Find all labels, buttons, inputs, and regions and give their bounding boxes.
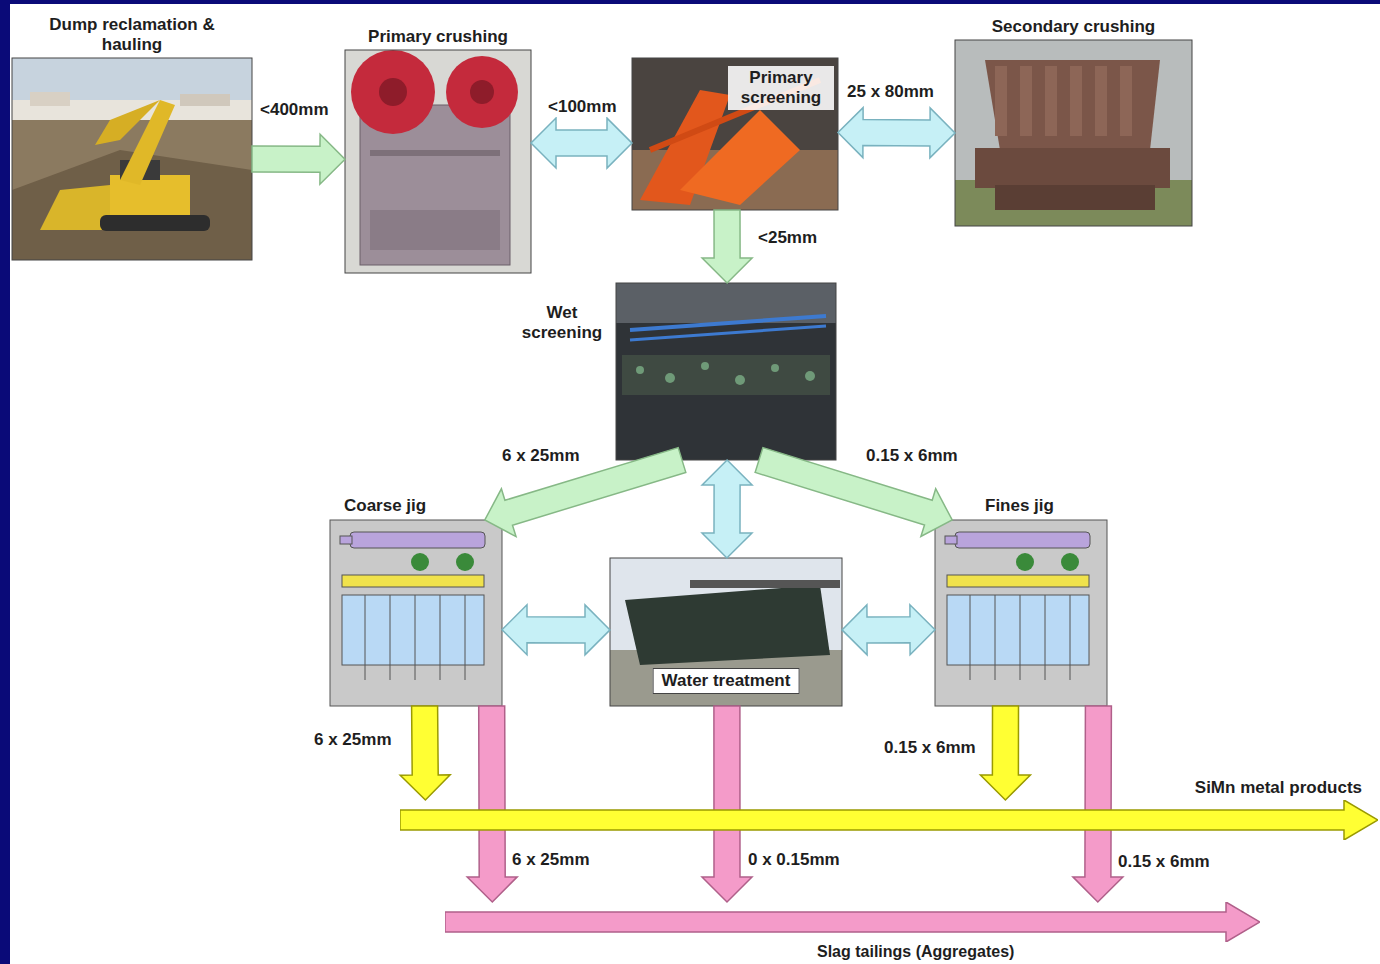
size-label: 6 x 25mm (500, 446, 582, 466)
wet-screen-photo (616, 283, 836, 460)
band-arrow-outline (400, 800, 1378, 840)
flow-arrow (842, 605, 935, 655)
size-label: 6 x 25mm (312, 730, 394, 750)
jig-box: Coarse jig (330, 520, 502, 706)
size-label: 0.15 x 6mm (1116, 852, 1212, 872)
flow-arrow (502, 605, 610, 655)
photo-box: Dump reclamation & hauling (12, 58, 252, 260)
flow-arrow (838, 108, 955, 158)
node-heading: SiMn metal products (1195, 778, 1362, 798)
size-label: <400mm (258, 100, 331, 120)
size-label: 0.15 x 6mm (882, 738, 978, 758)
flow-arrow (702, 210, 752, 283)
node-heading: Primary crushing (345, 27, 531, 47)
flow-arrow (1073, 706, 1123, 902)
node-heading: Secondary crushing (955, 17, 1192, 37)
page-ground (10, 4, 1380, 964)
node-heading: Water treatment (653, 668, 800, 694)
jig-box: Fines jig (935, 520, 1107, 706)
photo-box: Water treatment (610, 558, 842, 706)
flow-arrow (252, 134, 345, 184)
screen-photo (632, 58, 838, 210)
size-label: 25 x 80mm (845, 82, 936, 102)
photo-box: Secondary crushing (955, 40, 1192, 226)
jaw-crusher-photo (345, 50, 531, 273)
node-heading: Wet screening (512, 303, 612, 343)
flow-arrow (980, 706, 1030, 800)
flow-arrow (531, 118, 632, 168)
photo-box: Wet screening (616, 283, 836, 460)
photo-box: Primary screening (632, 58, 838, 210)
excavator-photo (12, 58, 252, 260)
flow-arrow (702, 706, 752, 902)
size-label: 0.15 x 6mm (864, 446, 960, 466)
photo-box: Primary crushing (345, 50, 531, 273)
band-arrow-outline (445, 902, 1260, 942)
band-arrow-shape (400, 800, 1378, 840)
cone-crusher-photo (955, 40, 1192, 226)
jig-schematic (330, 520, 502, 706)
size-label: 0 x 0.15mm (746, 850, 842, 870)
size-label: <25mm (756, 228, 819, 248)
node-heading: Coarse jig (344, 496, 426, 516)
size-label: <100mm (546, 97, 619, 117)
tailings-band: Slag tailings (Aggregates) (445, 902, 1260, 942)
node-heading: Primary screening (728, 66, 834, 110)
band-arrow-shape (445, 902, 1260, 942)
product-band: SiMn metal products (400, 800, 1378, 840)
node-heading: Slag tailings (Aggregates) (817, 943, 1014, 961)
jig-schematic (935, 520, 1107, 706)
water-tank-photo (610, 558, 842, 706)
node-heading: Fines jig (985, 496, 1054, 516)
flow-arrow (467, 706, 517, 902)
node-heading: Dump reclamation & hauling (37, 15, 227, 55)
flow-arrow (400, 706, 450, 800)
flow-arrow (702, 460, 752, 558)
size-label: 6 x 25mm (510, 850, 592, 870)
